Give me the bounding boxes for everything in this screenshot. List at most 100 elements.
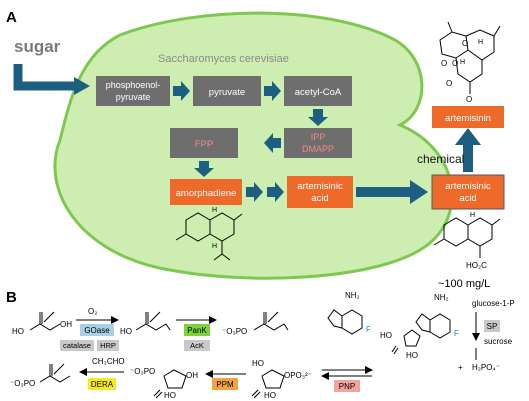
artemisinin-box (432, 106, 504, 128)
amorphadiene-box (170, 179, 242, 205)
h2po4-label: H₂PO₄⁻ (472, 363, 500, 372)
ribose5p-structure (153, 369, 187, 399)
pyruvate-box (193, 76, 261, 106)
artemisinin-o5: O (466, 95, 472, 104)
pep-label-1: phosphoenol- (106, 80, 161, 90)
ch3cho-label: CH₃CHO (92, 357, 125, 366)
phospho-aldehyde-structure (253, 311, 289, 331)
dera-label: DERA (91, 380, 114, 389)
amorphadiene-structure (175, 212, 243, 261)
f-b: F (454, 329, 459, 338)
fpp-label: FPP (195, 139, 213, 150)
ribose5p-ho: HO (164, 391, 176, 400)
amorph-h2: H (212, 243, 217, 250)
pyruvate-label: pyruvate (209, 87, 245, 98)
artemisinin-structure (439, 21, 501, 94)
phospho-label-4: OPO₃²⁻ (284, 371, 312, 380)
arrow-amorph-2 (267, 182, 284, 202)
sp-badge (484, 320, 500, 332)
triol-ho: HO (12, 327, 24, 336)
ipp-label: IPP (311, 132, 326, 142)
artemisinic-acid-out-label-2: acid (459, 193, 476, 204)
catalase-badge (60, 340, 94, 351)
nh2-a: NH₂ (345, 291, 360, 300)
phospho-label-2: ⁻O₃PO (10, 379, 35, 388)
panel-a-label: A (6, 9, 17, 26)
yield-label: ~100 mg/L (438, 278, 490, 290)
bottom-aldehyde-structure (39, 363, 71, 383)
chemical-label: chemical (417, 152, 464, 166)
artemisinic-acid-label-1: artemisinic (297, 181, 343, 192)
ribose1p-ho2: HO (264, 391, 276, 400)
glucose-label: glucose-1-P (472, 299, 515, 308)
chemical-arrow (455, 128, 481, 172)
sugar-arrow (13, 64, 74, 91)
ppm-label: PPM (216, 380, 234, 389)
ack-label: AcK (190, 341, 204, 350)
ack-badge (184, 340, 210, 351)
arrow-fpp-amorphadiene (194, 161, 214, 177)
o2-label: O₂ (88, 307, 97, 316)
artemisinic-acid-structure (433, 217, 501, 258)
artemisinin-o1: O (441, 59, 447, 68)
goase-badge (80, 324, 114, 336)
goase-label: GOase (84, 326, 110, 335)
sugar-arrow-head (74, 77, 90, 95)
phospho-label-1: ⁻O₃PO (222, 327, 247, 336)
export-arrow (356, 180, 428, 204)
artemisinic-acid-label-2: acid (311, 193, 328, 204)
artemisinin-o4: O (446, 79, 452, 88)
artacid-h1: H (470, 212, 475, 219)
panel-b-label: B (6, 289, 17, 306)
sucrose-label: sucrose (484, 337, 513, 346)
pank-badge (184, 324, 210, 336)
pep-label-2: pyruvate (116, 92, 151, 102)
nucleoside-structure (391, 313, 451, 355)
artacid-ho2c: HO₂C (466, 261, 487, 270)
artemisinin-h2: H (460, 59, 465, 66)
pep-box (96, 76, 170, 106)
fpp-box (170, 128, 238, 158)
aldehyde-ho: HO (120, 327, 132, 336)
ribose1p-structure (251, 369, 285, 399)
amorph-h1: H (212, 207, 217, 214)
hrp-label: HRP (100, 341, 116, 350)
dmapp-label: DMAPP (302, 144, 334, 154)
dera-badge (88, 378, 116, 390)
amorphadiene-label: amorphadiene (176, 188, 237, 199)
acetyl-coa-label: acetyl-CoA (295, 87, 342, 98)
arrow-ipp-fpp (264, 133, 281, 153)
triol-oh: OH (60, 320, 72, 329)
artemisinic-acid-out-label-1: artemisinic (445, 181, 491, 192)
sugar-label: sugar (14, 37, 61, 56)
pank-label: PanK (187, 326, 207, 335)
artemisinin-o3: O (462, 39, 468, 48)
ribose5p-oh: OH (186, 371, 198, 380)
artemisinin-o2: O (452, 59, 458, 68)
pnp-label: PNP (339, 382, 355, 391)
aldehyde-structure (135, 311, 171, 331)
artemisinic-acid-box (287, 176, 353, 208)
phospho-label-3: ⁻O₃PO (130, 367, 155, 376)
f-a: F (366, 325, 371, 334)
fluoro-adenine-structure (327, 309, 363, 335)
pnp-badge (334, 380, 360, 392)
hrp-badge (97, 340, 119, 351)
ipp-dmapp-box (284, 128, 352, 158)
nh2-b: NH₂ (434, 293, 449, 302)
acetyl-coa-box (284, 76, 352, 106)
arrow-acetyl-ipp (308, 109, 328, 126)
arrow-pep-pyruvate (173, 81, 190, 101)
triol-structure (29, 311, 61, 331)
ppm-badge (212, 378, 238, 390)
artemisinic-acid-out-box (431, 174, 505, 210)
arrow-pyruvate-acetyl (264, 81, 281, 101)
ribose1p-ho: HO (252, 359, 264, 368)
sp-label: SP (487, 322, 498, 331)
artemisinin-h1: H (478, 39, 483, 46)
nucleoside-ho2: HO (406, 351, 418, 360)
plus-sign: + (458, 363, 463, 372)
artemisinin-label: artemisinin (445, 113, 491, 124)
organism-label: Saccharomyces cerevisiae (158, 53, 289, 65)
